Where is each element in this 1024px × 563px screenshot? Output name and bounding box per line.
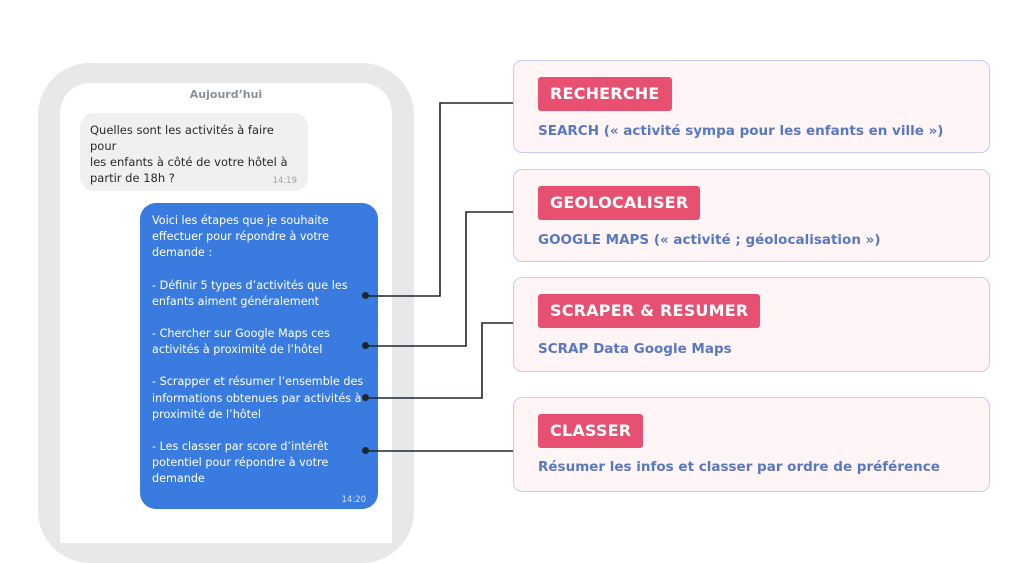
card-classer: CLASSER Résumer les infos et classer par… <box>513 397 990 492</box>
connector-dot-2 <box>362 342 369 349</box>
card-classer-desc: Résumer les infos et classer par ordre d… <box>538 459 940 475</box>
outgoing-message-time: 14:20 <box>341 495 367 505</box>
step-4-text: - Les classer par score d’intérêt potent… <box>152 440 329 486</box>
incoming-message: Quelles sont les activités à faire pour … <box>80 113 308 191</box>
connector-lines <box>366 102 513 452</box>
card-recherche-tag: RECHERCHE <box>538 77 672 111</box>
card-scraper-resumer: SCRAPER & RESUMER SCRAP Data Google Maps <box>513 277 990 372</box>
card-geolocaliser: GEOLOCALISER GOOGLE MAPS (« activité ; g… <box>513 169 990 262</box>
incoming-message-text: Quelles sont les activités à faire pour … <box>90 123 288 185</box>
card-recherche: RECHERCHE SEARCH (« activité sympa pour … <box>513 60 990 153</box>
step-3-text: - Scrapper et résumer l’ensemble des inf… <box>152 375 364 421</box>
card-classer-tag: CLASSER <box>538 414 644 448</box>
card-geolocaliser-tag: GEOLOCALISER <box>538 186 701 220</box>
connector-step-3 <box>366 322 513 399</box>
step-2-text: - Chercher sur Google Maps ces activités… <box>152 327 330 357</box>
card-geolocaliser-desc: GOOGLE MAPS (« activité ; géolocalisatio… <box>538 232 881 248</box>
step-1-text: - Définir 5 types d’activités que les en… <box>152 278 348 308</box>
incoming-message-time: 14:19 <box>272 176 298 186</box>
card-scraper-resumer-desc: SCRAP Data Google Maps <box>538 341 732 357</box>
chat-day-label: Aujourd’hui <box>189 88 263 101</box>
card-scraper-resumer-tag: SCRAPER & RESUMER <box>538 294 761 328</box>
card-recherche-desc: SEARCH (« activité sympa pour les enfant… <box>538 123 944 139</box>
connector-step-2 <box>366 211 513 347</box>
connector-dot-1 <box>362 292 369 299</box>
connector-dot-4 <box>362 447 369 454</box>
connector-dot-3 <box>362 394 369 401</box>
connector-step-1 <box>366 102 513 297</box>
outgoing-message: Voici les étapes que je souhaite effectu… <box>140 203 378 509</box>
outgoing-message-intro: Voici les étapes que je souhaite effectu… <box>152 214 329 260</box>
